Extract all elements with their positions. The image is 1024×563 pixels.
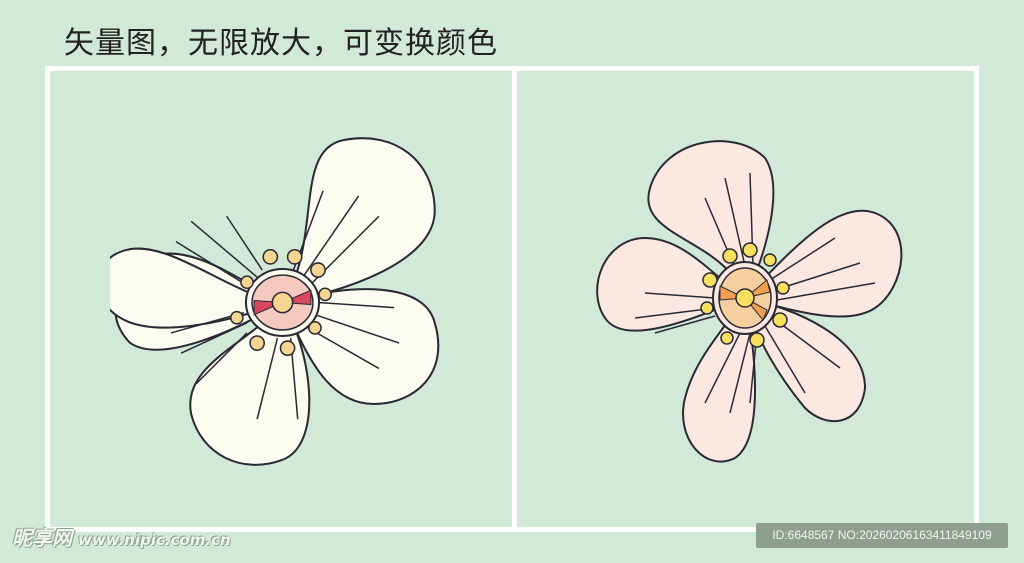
watermark-url: www.nipic.com.cn	[78, 531, 231, 549]
nipic-watermark: 昵享网 www.nipic.com.cn	[12, 522, 231, 551]
cream-flower-illustration	[110, 137, 440, 466]
watermark-logo: 昵享网	[12, 526, 72, 550]
page-title: 矢量图，无限放大，可变换颜色	[64, 26, 498, 61]
right-panel-frame	[512, 66, 979, 532]
pink-flower-illustration	[596, 140, 903, 463]
image-id-badge: ID:6648567 NO:20260206163411849109	[756, 523, 1008, 548]
